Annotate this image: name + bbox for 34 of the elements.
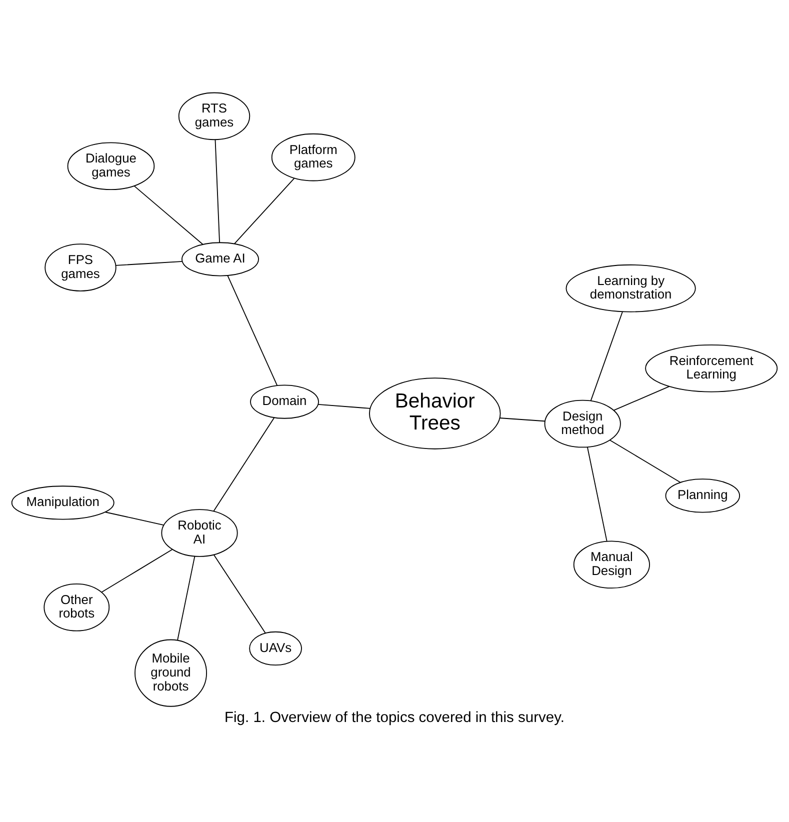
node-ellipse: Planning (665, 478, 740, 512)
node-ellipse: Behavior Trees (369, 377, 501, 449)
connector (115, 260, 183, 266)
node-ellipse: RTS games (178, 92, 250, 140)
connector (177, 555, 196, 640)
node-ellipse: Platform games (271, 132, 356, 181)
connector (213, 416, 275, 512)
connector (609, 439, 681, 482)
connector (101, 548, 173, 592)
connector (499, 417, 546, 422)
connector (318, 403, 371, 408)
node-ellipse: Game AI (182, 242, 259, 276)
node-ellipse: Manual Design (573, 540, 650, 588)
connector (214, 554, 266, 633)
node-ellipse: Other robots (44, 582, 110, 631)
connector (214, 138, 220, 242)
node-ellipse: Manipulation (11, 485, 114, 520)
caption: Fig. 1. Overview of the topics covered in this survey. (224, 709, 564, 726)
connector (234, 177, 295, 244)
connector (587, 446, 608, 542)
node-ellipse: UAVs (249, 630, 302, 666)
node-ellipse: Learning by demonstration (566, 264, 696, 312)
node-ellipse: Dialogue games (67, 142, 155, 190)
connector (104, 511, 164, 525)
node-ellipse: Domain (250, 384, 319, 418)
connector (613, 386, 670, 410)
node-ellipse: Design method (544, 399, 621, 448)
node-ellipse: Robotic AI (161, 508, 238, 556)
connector (134, 184, 204, 244)
node-circle: Mobile ground robots (134, 638, 208, 706)
connector (590, 310, 623, 401)
node-ellipse: Reinforcement Learning (645, 344, 778, 392)
node-ellipse: FPS games (44, 243, 116, 291)
connector (227, 274, 278, 386)
